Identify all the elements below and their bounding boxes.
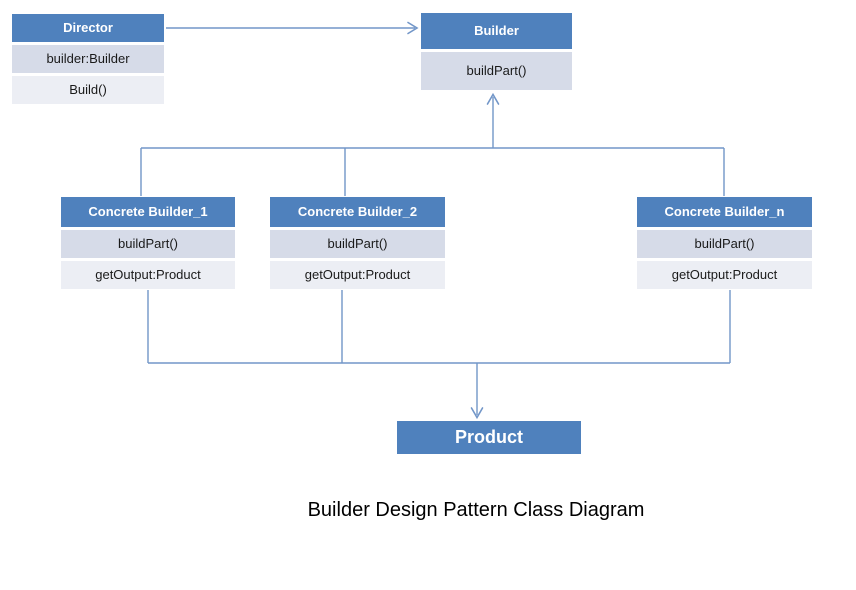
arrowhead-to-product xyxy=(470,407,484,420)
class-member-getoutput: getOutput:Product xyxy=(637,261,812,289)
class-box-product: Product xyxy=(397,421,581,454)
class-box-concrete-builder-2: Concrete Builder_2 buildPart() getOutput… xyxy=(270,197,445,289)
class-box-builder: Builder buildPart() xyxy=(421,13,572,90)
class-member-builder-attr: builder:Builder xyxy=(12,45,164,73)
class-box-director: Director builder:Builder Build() xyxy=(12,14,164,104)
class-member-buildpart: buildPart() xyxy=(421,52,572,90)
class-name-builder: Builder xyxy=(421,13,572,49)
class-member-buildpart: buildPart() xyxy=(270,230,445,258)
arrowhead-director-to-builder xyxy=(407,21,419,35)
edge-top-distribution xyxy=(140,147,725,196)
class-member-build-method: Build() xyxy=(12,76,164,104)
class-member-getoutput: getOutput:Product xyxy=(61,261,235,289)
arrowhead-generalization xyxy=(486,92,500,105)
diagram-title: Builder Design Pattern Class Diagram xyxy=(307,499,645,521)
class-box-concrete-builder-1: Concrete Builder_1 buildPart() getOutput… xyxy=(61,197,235,289)
class-box-concrete-builder-n: Concrete Builder_n buildPart() getOutput… xyxy=(637,197,812,289)
class-member-getoutput: getOutput:Product xyxy=(270,261,445,289)
class-name-concrete-builder-2: Concrete Builder_2 xyxy=(270,197,445,227)
class-name-concrete-builder-n: Concrete Builder_n xyxy=(637,197,812,227)
class-member-buildpart: buildPart() xyxy=(637,230,812,258)
class-name-concrete-builder-1: Concrete Builder_1 xyxy=(61,197,235,227)
class-member-buildpart: buildPart() xyxy=(61,230,235,258)
edge-bottom-collection xyxy=(147,290,731,364)
class-name-director: Director xyxy=(12,14,164,42)
